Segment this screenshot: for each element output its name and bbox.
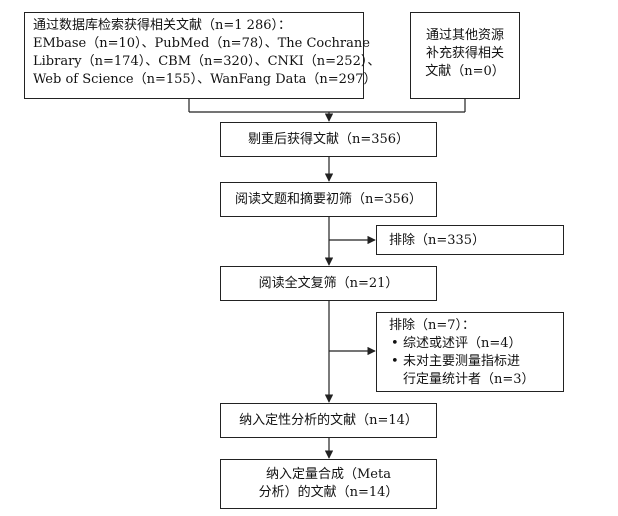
title-abstract-screen-box: 阅读文题和摘要初筛（n=356） — [220, 182, 437, 217]
exclude-reason-line: 行定量统计者（n=3） — [403, 372, 535, 387]
database-search-box: 通过数据库检索获得相关文献（n=1 286）： EMbase（n=10）、Pub… — [24, 12, 381, 99]
dedup-box: 剔重后获得文献（n=356） — [220, 122, 437, 157]
exclude-reason-item: • 未对主要测量指标进 行定量统计者（n=3） — [389, 353, 559, 389]
exclude-first-text: 排除（n=335） — [389, 233, 486, 248]
exclude-second-box: 排除（n=7）： • 综述或述评（n=4） • 未对主要测量指标进 行定量统计者… — [376, 312, 564, 392]
exclude-second-title: 排除（n=7）： — [389, 318, 476, 333]
exclude-reason-item: • 综述或述评（n=4） — [389, 335, 559, 353]
screen-text: 阅读文题和摘要初筛（n=356） — [234, 191, 423, 207]
search-line-3: Library（n=174）、CBM（n=320）、CNKI（n=252）、 — [33, 54, 381, 69]
exclude-first-box: 排除（n=335） — [376, 225, 564, 255]
search-line-1: 通过数据库检索获得相关文献（n=1 286）： — [33, 18, 291, 33]
exclude-reasons-list: • 综述或述评（n=4） • 未对主要测量指标进 行定量统计者（n=3） — [389, 335, 559, 389]
dedup-text: 剔重后获得文献（n=356） — [247, 131, 410, 147]
quantitative-line-2: 分析）的文献（n=14） — [258, 485, 399, 500]
quantitative-line-1: 纳入定量合成（Meta — [266, 467, 391, 482]
exclude-reason-line: 未对主要测量指标进 — [403, 354, 521, 369]
quantitative-synthesis-box: 纳入定量合成（Meta 分析）的文献（n=14） — [220, 459, 437, 509]
other-line-2: 补充获得相关 — [425, 46, 504, 61]
search-line-4: Web of Science（n=155）、WanFang Data（n=297… — [33, 72, 377, 87]
exclude-reason-line: 综述或述评（n=4） — [403, 336, 522, 351]
other-line-1: 通过其他资源 — [425, 28, 504, 43]
fulltext-screen-box: 阅读全文复筛（n=21） — [220, 266, 437, 301]
search-line-2: EMbase（n=10）、PubMed（n=78）、The Cochrane — [33, 36, 370, 51]
other-line-3: 文献（n=0） — [425, 64, 505, 79]
other-sources-box: 通过其他资源 补充获得相关 文献（n=0） — [410, 12, 520, 99]
bullet-dot: • — [391, 354, 399, 369]
bullet-dot: • — [391, 336, 399, 351]
qualitative-analysis-box: 纳入定性分析的文献（n=14） — [220, 403, 437, 438]
qualitative-text: 纳入定性分析的文献（n=14） — [239, 412, 418, 428]
fulltext-text: 阅读全文复筛（n=21） — [258, 275, 399, 291]
